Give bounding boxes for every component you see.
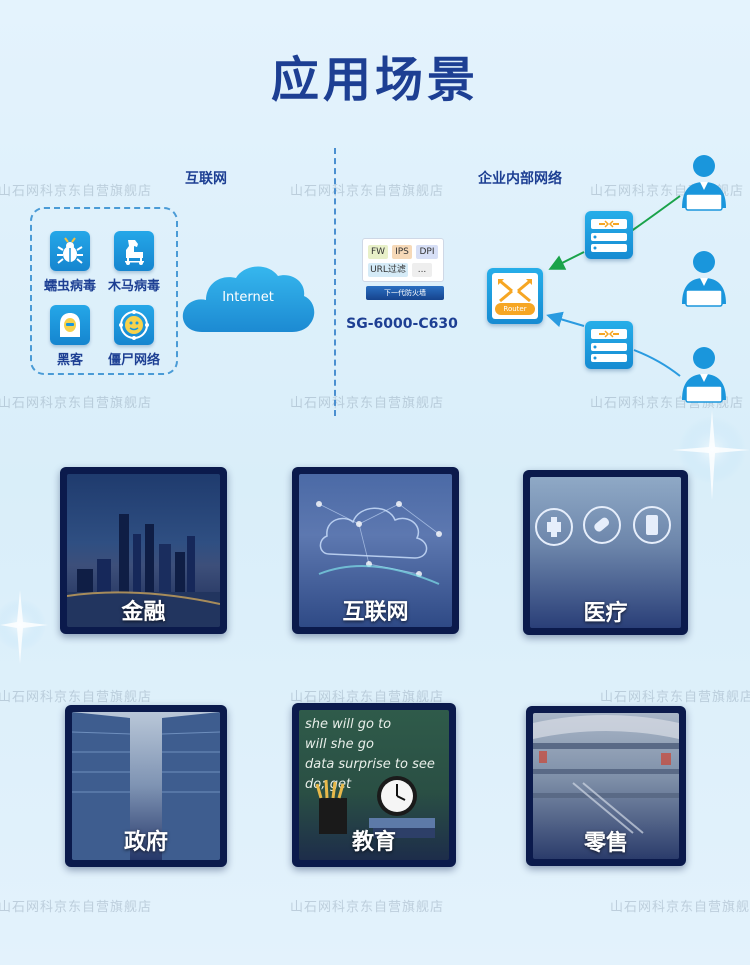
threat-label: 木马病毒 — [107, 279, 160, 294]
hacker-icon — [50, 305, 90, 345]
threat-item: 木马病毒 — [98, 231, 170, 294]
watermark: 山石网科京东自营旗舰店 — [600, 690, 750, 705]
svg-text:data surprise to see: data surprise to see — [305, 757, 435, 772]
router-label: Router — [495, 303, 535, 315]
user-laptop-icon — [682, 347, 726, 403]
firewall-tag: URL过滤 — [368, 263, 408, 277]
scenario-card-finance[interactable]: 金融 — [60, 467, 227, 634]
scenario-card-government[interactable]: 政府 — [65, 705, 227, 867]
threats-group: 蠕虫病毒 木马病毒 黑客 — [30, 207, 178, 375]
internet-label: Internet — [222, 290, 274, 305]
education-image: she will go to will she go data surprise… — [299, 710, 449, 860]
medical-image: 医疗 — [530, 477, 681, 628]
user-laptop-icon — [682, 251, 726, 307]
botnet-icon — [114, 305, 154, 345]
switch-icon — [585, 211, 633, 259]
watermark: 山石网科京东自营旗舰店 — [0, 900, 153, 915]
internet-image: 互联网 — [299, 474, 452, 627]
sparkle-decoration — [0, 590, 48, 664]
scenario-label: 医疗 — [583, 601, 628, 626]
scenario-label: 互联网 — [342, 600, 409, 625]
threat-item: 僵尸网络 — [98, 305, 170, 368]
scenario-label: 政府 — [123, 830, 168, 855]
intranet-section-label: 企业内部网络 — [478, 171, 562, 187]
scenario-label: 金融 — [121, 600, 166, 625]
internet-cloud-icon — [182, 266, 315, 332]
firewall-tag: FW — [368, 245, 388, 259]
section-divider — [334, 148, 336, 416]
scenario-card-internet[interactable]: 互联网 — [292, 467, 459, 634]
threat-label: 黑客 — [56, 353, 83, 368]
watermark: 山石网科京东自营旗舰店 — [290, 900, 445, 915]
internet-section-label: 互联网 — [185, 171, 227, 187]
svg-text:will she go: will she go — [305, 737, 374, 752]
firewall-tag: DPI — [416, 245, 438, 259]
scenario-label: 零售 — [583, 831, 628, 856]
watermark: 山石网科京东自营旗舰店 — [610, 900, 750, 915]
government-image: 政府 — [72, 712, 220, 860]
scenario-label: 教育 — [351, 830, 396, 855]
connection-arrows — [546, 195, 681, 377]
switch-icon — [585, 321, 633, 369]
svg-text:do; get: do; get — [305, 777, 352, 792]
firewall-tag: IPS — [392, 245, 412, 259]
firewall-device: FW IPS DPI URL过滤 ... 下一代防火墙 — [362, 238, 444, 308]
finance-image: 金融 — [67, 474, 220, 627]
firewall-base: 下一代防火墙 — [366, 286, 444, 300]
bug-icon — [50, 231, 90, 271]
scenario-card-medical[interactable]: 医疗 — [523, 470, 688, 635]
firewall-model: SG-6000-C630 — [346, 316, 458, 332]
page-title: 应用场景 — [270, 52, 479, 108]
threat-item: 蠕虫病毒 — [34, 231, 106, 294]
watermark: 山石网科京东自营旗舰店 — [0, 690, 153, 705]
retail-image: 零售 — [533, 713, 679, 859]
firewall-tag: ... — [412, 263, 432, 277]
svg-text:she will go to: she will go to — [305, 717, 391, 732]
threat-label: 蠕虫病毒 — [43, 279, 96, 294]
user-laptop-icon — [682, 155, 726, 211]
threat-item: 黑客 — [34, 305, 106, 368]
firewall-panel: FW IPS DPI URL过滤 ... — [362, 238, 444, 282]
router-icon: Router — [492, 273, 538, 319]
scenario-card-education[interactable]: she will go to will she go data surprise… — [292, 703, 456, 867]
trojan-horse-icon — [114, 231, 154, 271]
threat-label: 僵尸网络 — [107, 353, 160, 368]
scenario-card-retail[interactable]: 零售 — [526, 706, 686, 866]
router-device: Router — [487, 268, 543, 324]
